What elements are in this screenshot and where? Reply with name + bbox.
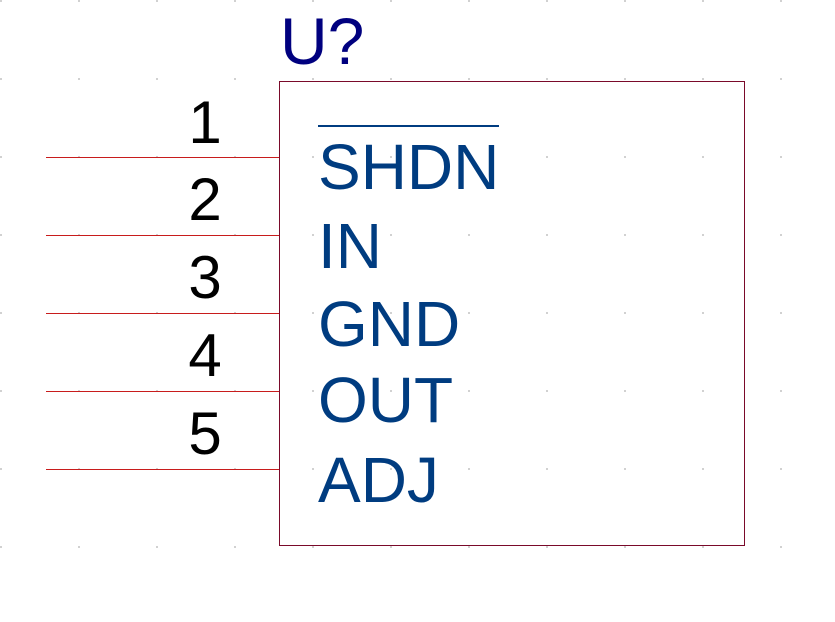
pin-4-line[interactable] bbox=[46, 391, 279, 392]
pin-1-line[interactable] bbox=[46, 157, 279, 158]
pin-3-name: GND bbox=[318, 288, 461, 360]
pin-5-number: 5 bbox=[188, 400, 222, 467]
pin-4-name: OUT bbox=[318, 364, 454, 436]
pin-1-name: SHDN bbox=[318, 125, 500, 199]
pin-2-name: IN bbox=[318, 210, 382, 282]
pin-3-number: 3 bbox=[188, 244, 222, 311]
component-designator[interactable]: U? bbox=[280, 4, 365, 78]
pin-5-line[interactable] bbox=[46, 469, 279, 470]
pin-1-number: 1 bbox=[188, 89, 222, 156]
pin-5-name: ADJ bbox=[318, 444, 439, 516]
pin-4-number: 4 bbox=[188, 322, 222, 389]
component-body[interactable] bbox=[279, 81, 745, 546]
pin-2-number: 2 bbox=[188, 166, 222, 233]
pin-3-line[interactable] bbox=[46, 313, 279, 314]
pin-2-line[interactable] bbox=[46, 235, 279, 236]
